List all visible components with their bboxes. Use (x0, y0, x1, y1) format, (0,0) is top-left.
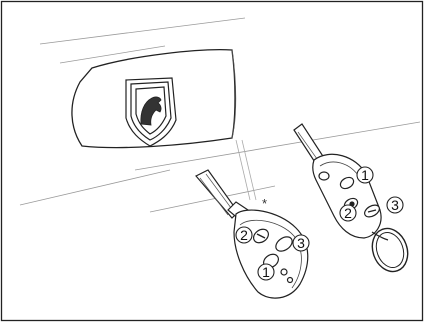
callout-1: 1 (258, 264, 274, 280)
callout-3: 3 (387, 197, 403, 213)
callout-label: 3 (297, 235, 305, 251)
callout-3: 3 (293, 235, 309, 251)
callout-label: 3 (391, 197, 399, 213)
note-mark: * (262, 196, 267, 211)
callout-2: 2 (340, 205, 356, 221)
callout-2: 2 (236, 227, 252, 243)
callout-label: 1 (262, 264, 270, 280)
callout-1: 1 (357, 167, 373, 183)
callout-label: 2 (240, 227, 248, 243)
callout-label: 1 (361, 167, 369, 183)
callout-label: 2 (344, 205, 352, 221)
